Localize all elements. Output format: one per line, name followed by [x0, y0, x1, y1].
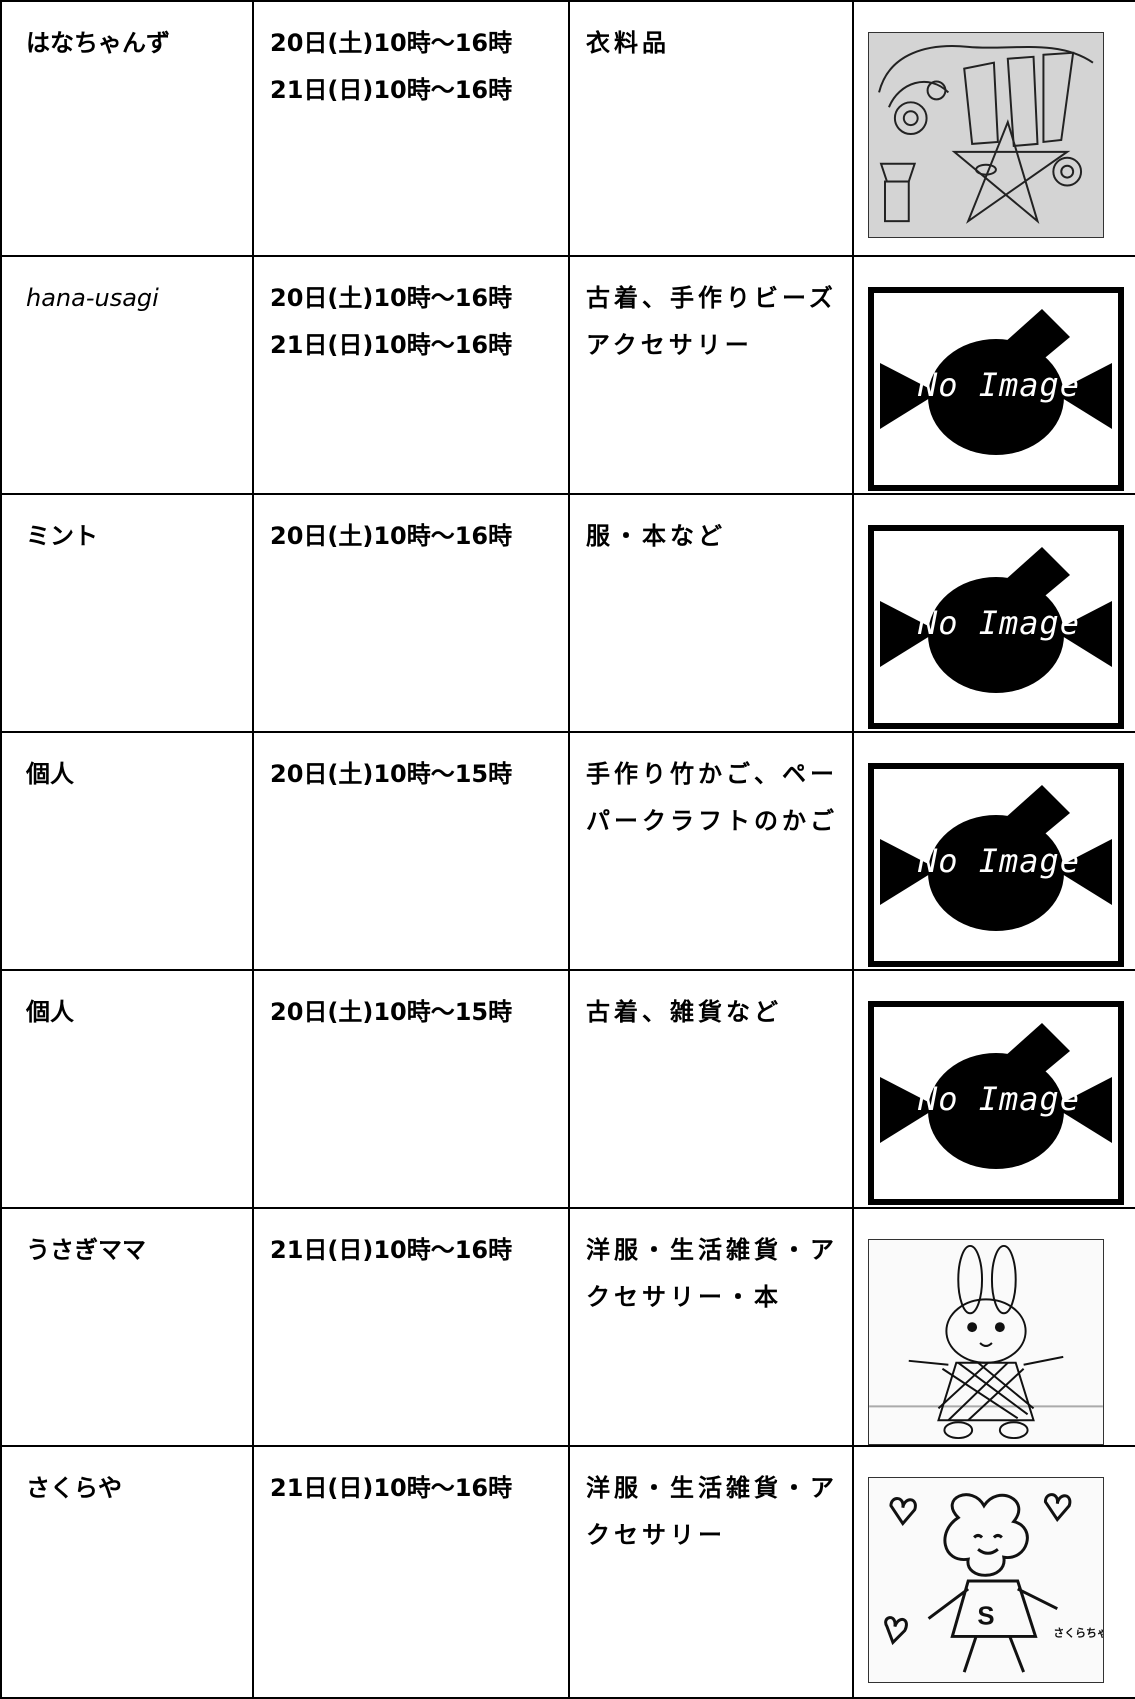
vendor-dates: 20日(土)10時〜16時 — [252, 493, 570, 733]
vendor-image-cell — [852, 0, 1135, 257]
vendor-image-cell: S さくらちゃん — [852, 1445, 1135, 1699]
rabbit-drawing-icon — [868, 1239, 1104, 1461]
vendor-items: 洋服・生活雑貨・アクセサリー — [568, 1445, 854, 1699]
candy-icon — [880, 1023, 1112, 1169]
no-image-placeholder: No Image — [868, 525, 1124, 729]
vendor-name: うさぎママ — [0, 1207, 254, 1447]
hand-drawn-stars-and-flowers-sketch-icon — [868, 32, 1104, 254]
table-row: うさぎママ 21日(日)10時〜16時 洋服・生活雑貨・アクセサリー・本 — [0, 1207, 1135, 1447]
candy-icon — [880, 309, 1112, 455]
no-image-label: No Image — [917, 842, 1081, 880]
vendor-items: 古着、雑貨など — [568, 969, 854, 1209]
vendor-name: 個人 — [0, 969, 254, 1209]
vendor-name: 個人 — [0, 731, 254, 971]
date-line: 20日(土)10時〜16時 — [270, 29, 513, 57]
date-line: 21日(日)10時〜16時 — [270, 1474, 513, 1502]
no-image-label: No Image — [917, 1080, 1081, 1118]
vendor-dates: 20日(土)10時〜15時 — [252, 969, 570, 1209]
vendor-items: 衣料品 — [568, 0, 854, 257]
vendor-name: さくらや — [0, 1445, 254, 1699]
candy-icon — [880, 785, 1112, 931]
vendor-dates: 20日(土)10時〜15時 — [252, 731, 570, 971]
vendor-items: 洋服・生活雑貨・アクセサリー・本 — [568, 1207, 854, 1447]
table-row: hana-usagi 20日(土)10時〜16時 21日(日)10時〜16時 古… — [0, 255, 1135, 495]
vendor-image-cell: No Image — [852, 969, 1135, 1209]
vendor-dates: 20日(土)10時〜16時 21日(日)10時〜16時 — [252, 0, 570, 257]
candy-icon — [880, 547, 1112, 693]
vendor-name: ミント — [0, 493, 254, 733]
no-image-placeholder: No Image — [868, 1001, 1124, 1205]
table-row: はなちゃんず 20日(土)10時〜16時 21日(日)10時〜16時 衣料品 — [0, 0, 1135, 257]
date-line: 21日(日)10時〜16時 — [270, 76, 513, 104]
vendor-dates: 21日(日)10時〜16時 — [252, 1445, 570, 1699]
date-line: 20日(土)10時〜15時 — [270, 760, 513, 788]
table-row: ミント 20日(土)10時〜16時 服・本など — [0, 493, 1135, 733]
vendor-name: はなちゃんず — [0, 0, 254, 257]
vendor-dates: 21日(日)10時〜16時 — [252, 1207, 570, 1447]
no-image-placeholder: No Image — [868, 287, 1124, 491]
no-image-label: No Image — [917, 604, 1081, 642]
date-line: 20日(土)10時〜15時 — [270, 998, 513, 1026]
date-line: 20日(土)10時〜16時 — [270, 522, 513, 550]
date-line: 21日(日)10時〜16時 — [270, 1236, 513, 1264]
date-line: 20日(土)10時〜16時 — [270, 284, 513, 312]
vendor-image-cell: No Image — [852, 255, 1135, 495]
vendor-image-cell: No Image — [852, 731, 1135, 971]
vendor-items: 服・本など — [568, 493, 854, 733]
vendor-image-cell: No Image — [852, 493, 1135, 733]
sakura-character-drawing-icon: S さくらちゃん — [868, 1477, 1119, 1699]
sakura-caption: さくらちゃん — [1053, 1626, 1104, 1639]
sakura-badge: S — [977, 1603, 994, 1631]
table-row: 個人 20日(土)10時〜15時 手作り竹かご、ペーパークラフトのかご — [0, 731, 1135, 971]
vendor-name: hana-usagi — [0, 255, 254, 495]
vendor-image-cell — [852, 1207, 1135, 1447]
vendor-items: 古着、手作りビーズアクセサリー — [568, 255, 854, 495]
vendor-items: 手作り竹かご、ペーパークラフトのかご — [568, 731, 854, 971]
table-row: さくらや 21日(日)10時〜16時 洋服・生活雑貨・アクセサリー — [0, 1445, 1135, 1699]
table-row: 個人 20日(土)10時〜15時 古着、雑貨など — [0, 969, 1135, 1209]
date-line: 21日(日)10時〜16時 — [270, 331, 513, 359]
no-image-placeholder: No Image — [868, 763, 1124, 967]
no-image-label: No Image — [917, 366, 1081, 404]
vendor-dates: 20日(土)10時〜16時 21日(日)10時〜16時 — [252, 255, 570, 495]
